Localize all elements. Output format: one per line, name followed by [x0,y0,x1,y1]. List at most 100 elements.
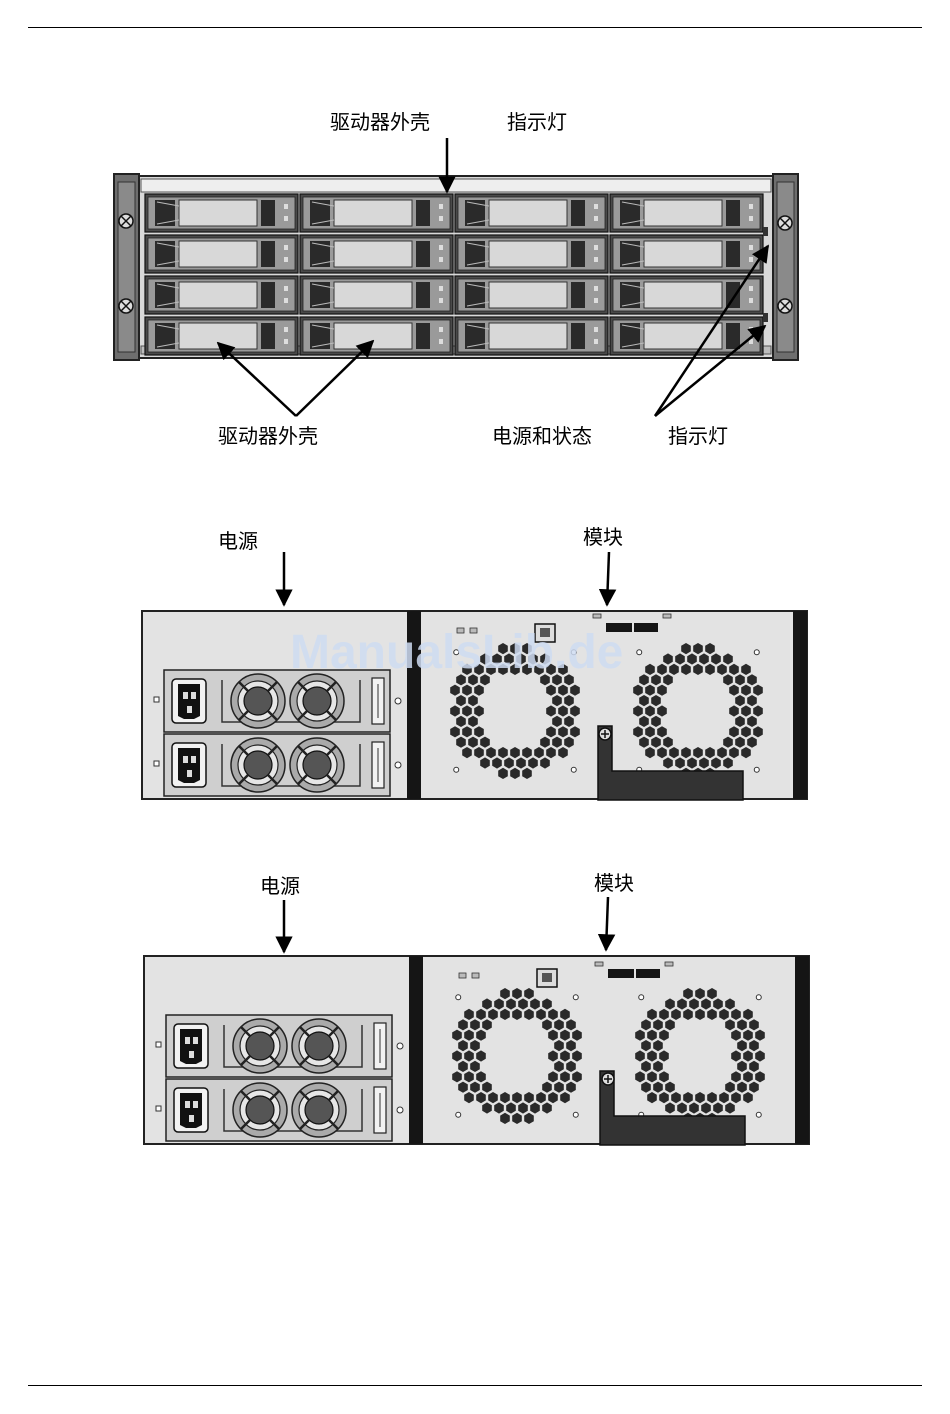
drive-led [749,216,753,221]
drive-led [749,245,753,250]
rack-ear-left [114,174,139,360]
drive-tray-label [334,323,412,349]
drive-tray-label [334,241,412,267]
screw-icon [156,1106,161,1111]
drive-led [594,245,598,250]
screw-icon [395,698,401,704]
drive-led [284,245,288,250]
screw-icon [154,697,159,702]
drive-tray-label [644,200,722,226]
drive-led [594,216,598,221]
screw-icon [756,1112,761,1117]
thumbscrew-icon [778,299,792,313]
fan-icon [292,1019,346,1073]
drive-led [749,257,753,262]
drive-led [284,286,288,291]
power-supply-2a [156,1015,403,1077]
drive-carrier [300,235,453,273]
fan-icon [290,674,344,728]
drive-led [749,298,753,303]
drive-tray-label [334,282,412,308]
drive-led [439,204,443,209]
drive-tray-label [179,241,257,267]
drive-led [284,298,288,303]
drive-led [594,339,598,344]
thumbscrew-icon [119,214,133,228]
arrow-module-2 [606,897,608,950]
drive-tray-label [644,323,722,349]
rack-ear-right [773,174,798,360]
drive-led [594,298,598,303]
drive-led [284,339,288,344]
drive-led [439,298,443,303]
drive-led [594,327,598,332]
drive-led [439,286,443,291]
fan-icon [290,738,344,792]
screw-icon [754,767,759,772]
drive-led [439,216,443,221]
thumbscrew-icon [119,299,133,313]
drive-tray-label [179,323,257,349]
power-inlet-icon [174,1024,208,1068]
drive-tray-label [489,200,567,226]
drive-led [284,257,288,262]
drive-tray-label [489,241,567,267]
watermark: ManualsLib.de [290,625,623,680]
drive-led [594,257,598,262]
drive-tray-label [489,323,567,349]
screw-icon [154,761,159,766]
power-supply-2b [156,1079,403,1141]
fan-icon [292,1083,346,1137]
power-inlet-icon [174,1088,208,1132]
screw-icon [397,1107,403,1113]
drive-led [439,257,443,262]
fan-icon [233,1083,287,1137]
drive-led [284,204,288,209]
screw-icon [397,1043,403,1049]
drive-tray-label [179,282,257,308]
drive-carrier [300,317,453,355]
screw-icon [756,995,761,1000]
drive-carrier [300,194,453,232]
drive-carrier [145,194,298,232]
drive-led [749,286,753,291]
power-supply-1b [154,734,401,796]
screw-icon [573,1112,578,1117]
drive-led [749,327,753,332]
drive-carrier [455,235,608,273]
power-inlet-icon [172,743,206,787]
power-led [763,227,768,236]
drive-carrier [145,235,298,273]
drive-tray-label [644,241,722,267]
drive-carrier [300,276,453,314]
drive-tray-label [179,200,257,226]
screw-icon [637,650,642,655]
drive-led [284,327,288,332]
screw-icon [456,995,461,1000]
drive-led [439,327,443,332]
screw-icon [456,1112,461,1117]
drive-carrier [145,276,298,314]
drive-carrier [455,317,608,355]
drive-carrier [455,276,608,314]
screw-icon [639,995,644,1000]
thumbscrew-icon [778,216,792,230]
screw-icon [454,767,459,772]
drive-led [749,204,753,209]
drive-carrier [145,317,298,355]
drive-carrier [610,194,763,232]
status-led [763,313,768,322]
screw-icon [156,1042,161,1047]
screw-icon [571,767,576,772]
drive-led [439,245,443,250]
drive-carrier [610,276,763,314]
arrow-module-1 [607,552,609,605]
screw-icon [395,762,401,768]
drive-carrier [610,235,763,273]
screw-icon [573,995,578,1000]
power-inlet-icon [172,679,206,723]
screw-icon [754,650,759,655]
fan-icon [233,1019,287,1073]
drive-carrier [455,194,608,232]
